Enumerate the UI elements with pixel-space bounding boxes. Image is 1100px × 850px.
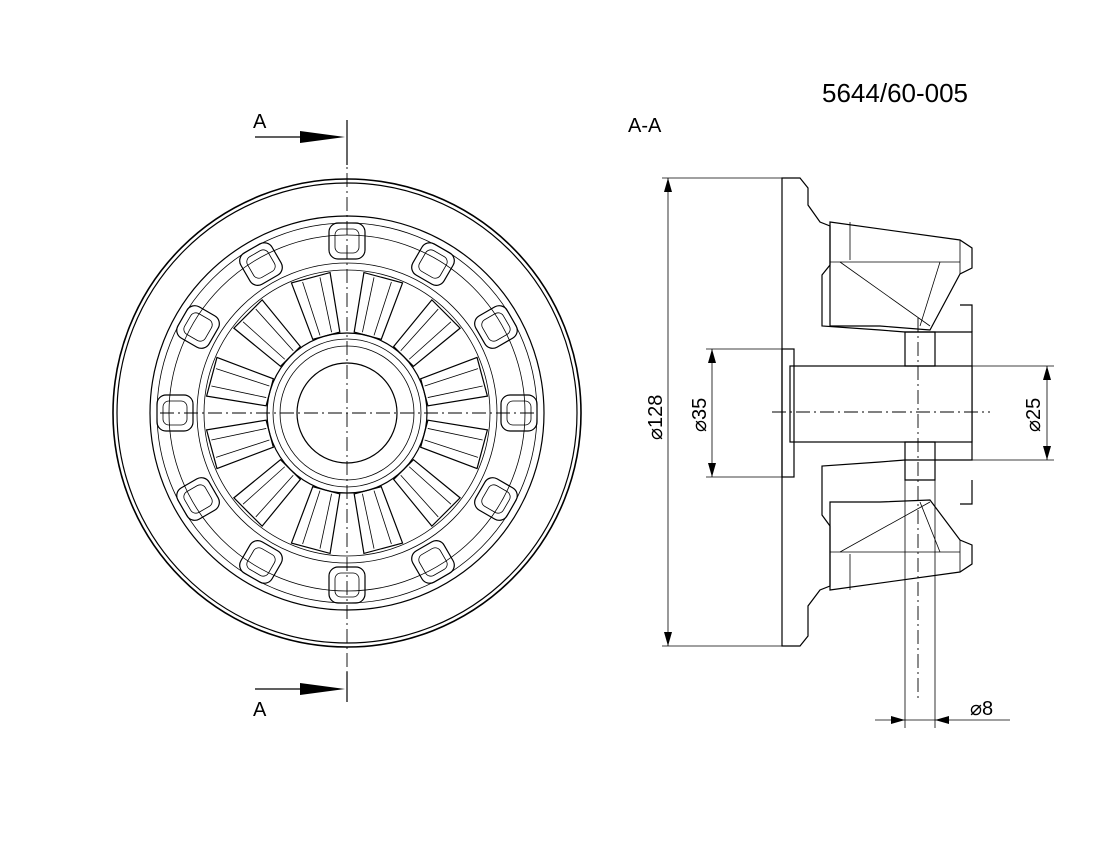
cut-arrow-bottom-icon xyxy=(300,683,345,695)
spoke xyxy=(392,458,462,528)
radial-hole-lower xyxy=(904,441,936,481)
spoke xyxy=(353,271,404,341)
spoke xyxy=(419,419,489,470)
cut-marker-bottom-label: A xyxy=(253,699,267,721)
section-view: ⌀128 ⌀35 ⌀25 ⌀8 xyxy=(645,177,1054,728)
cut-marker-top: A xyxy=(253,111,348,165)
spoke xyxy=(232,458,302,528)
spoke xyxy=(353,485,404,555)
outer-pocket xyxy=(239,540,283,584)
dimension-hole-diameter: ⌀8 xyxy=(875,480,1010,728)
front-view: A A xyxy=(112,111,582,721)
outer-pocket xyxy=(474,305,518,349)
spoke xyxy=(205,356,275,407)
outer-pocket xyxy=(474,477,518,521)
section-title: A-A xyxy=(628,115,662,137)
outer-pocket xyxy=(176,477,220,521)
lower-rib xyxy=(829,499,973,591)
spoke xyxy=(419,356,489,407)
dimension-hole-diameter-label: ⌀8 xyxy=(970,698,993,720)
bore-section xyxy=(789,365,973,443)
spoke xyxy=(290,485,341,555)
radial-hole-upper xyxy=(904,331,936,367)
cut-marker-bottom: A xyxy=(253,672,348,721)
cut-arrow-top-icon xyxy=(300,131,345,143)
spoke xyxy=(232,298,302,368)
spoke xyxy=(205,419,275,470)
outer-pocket xyxy=(411,242,455,286)
outer-pocket xyxy=(411,540,455,584)
dimension-outer-diameter: ⌀128 xyxy=(645,177,782,647)
spoke xyxy=(392,298,462,368)
cut-marker-top-label: A xyxy=(253,111,267,133)
outer-pocket xyxy=(176,305,220,349)
dimension-bore-diameter-label: ⌀35 xyxy=(689,398,711,432)
part-number: 5644/60-005 xyxy=(822,78,968,108)
dimension-bore-diameter: ⌀35 xyxy=(689,348,782,478)
outer-pocket xyxy=(239,242,283,286)
dimension-hub-diameter: ⌀25 xyxy=(972,365,1054,461)
upper-rib xyxy=(829,221,973,331)
dimension-hub-diameter-label: ⌀25 xyxy=(1023,398,1045,432)
dimension-outer-diameter-label: ⌀128 xyxy=(645,395,667,440)
spoke xyxy=(290,271,341,341)
